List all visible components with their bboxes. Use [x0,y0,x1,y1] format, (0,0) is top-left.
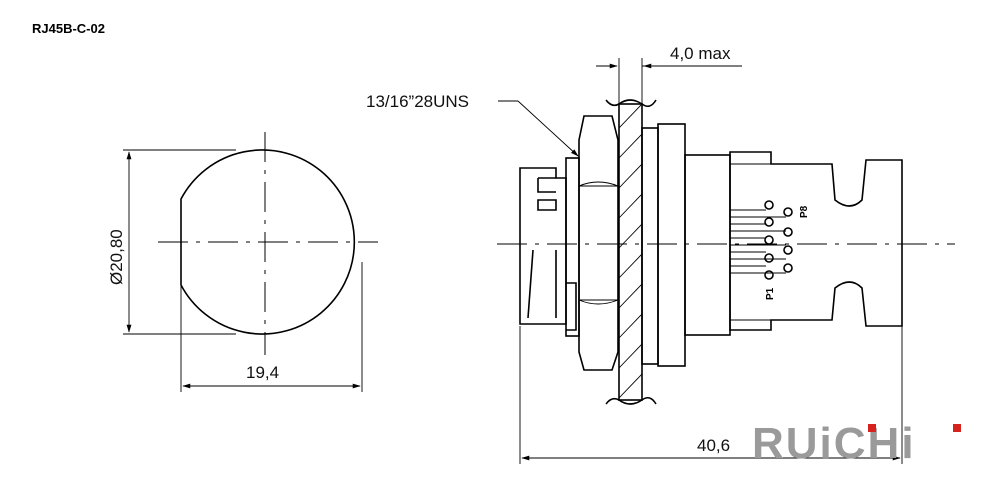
rear-flange [657,123,686,367]
brand-logo: RUiCHi [752,419,961,468]
pin-pad [783,207,793,217]
thread-label: 13/16”28UNS [366,92,469,111]
pin-label-first: P1 [765,287,776,300]
hex-nut [578,115,619,371]
width-label: 19,4 [246,363,279,382]
front-view-outline [180,149,356,335]
pin-pad [764,200,774,210]
rear-washer [641,127,659,365]
panel-break-top [605,99,657,108]
pin-pad [764,253,774,263]
logo-text: RUiCHi [752,419,916,468]
thread-leader-line [517,100,579,157]
diameter-label: Ø20,80 [107,229,126,285]
logo-accent-dot [953,424,961,432]
panel-hatching [619,104,642,399]
front-flange [565,157,580,337]
pin-pad [783,227,793,237]
pin-pad [764,235,774,245]
pin-pad [783,245,793,255]
logo-accent-dot [868,424,876,432]
rear-housing [729,151,903,331]
pin-leads [730,209,786,274]
plug-latch-detail [537,177,557,211]
panel-break-bottom [605,396,657,405]
pin-pad [783,263,793,273]
pin-pads [764,200,793,280]
side-view: P1 P8 13/16”28UNS 4,0 max 40,6 [366,44,955,464]
mounting-panel [605,99,657,405]
pin-label-last: P8 [799,205,810,218]
nut-chamfer [578,181,619,305]
part-number-title: RJ45B-C-02 [32,21,105,36]
plug-lower-detail [527,249,557,319]
plug-clip [566,282,577,331]
pin-pad [764,217,774,227]
length-label: 40,6 [697,436,730,455]
panel-thickness-label: 4,0 max [670,44,731,63]
front-view: Ø20,80 19,4 [107,132,378,392]
body-block [684,154,731,336]
pin-pad [764,270,774,280]
